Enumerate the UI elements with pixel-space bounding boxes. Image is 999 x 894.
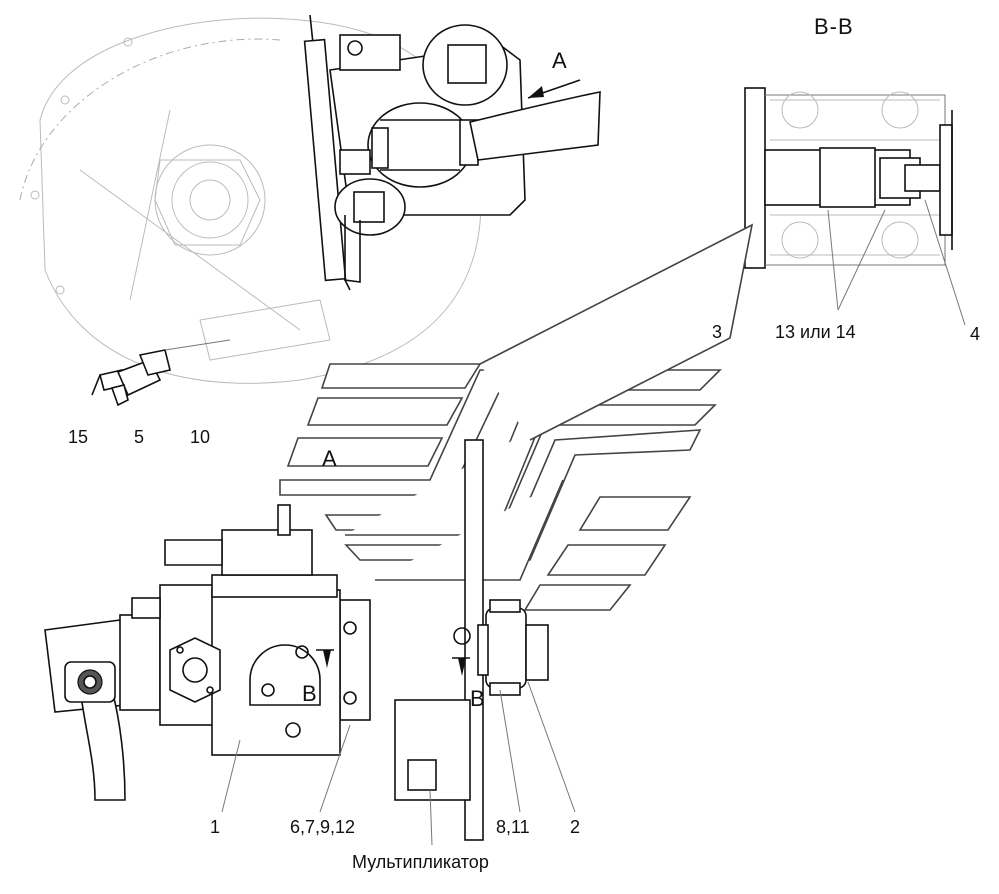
hose-left [64, 661, 126, 801]
caption-multiplier: Мультипликатор [352, 852, 489, 872]
callout-6-7-9-12: 6,7,9,12 [290, 817, 356, 837]
view-arrow-a-top [527, 79, 581, 99]
callout-8-11: 8,11 [496, 817, 530, 837]
callout-13-14: 13 или 14 [775, 322, 856, 342]
callout-2: 2 [570, 817, 581, 837]
callout-4: 4 [970, 324, 981, 344]
callout-15: 15 [68, 427, 89, 447]
callout-10: 10 [190, 427, 211, 447]
callout-a-top: A [552, 48, 567, 73]
drain-valve [91, 339, 231, 407]
callout-3: 3 [712, 322, 723, 342]
view-label-b-b: B-B [814, 14, 854, 39]
section-b-b [744, 87, 966, 326]
bottom-leaders [221, 681, 576, 846]
top-pump-view [303, 14, 601, 291]
main-pump-body [44, 504, 341, 756]
callout-b-left: B [302, 681, 317, 706]
callout-1: 1 [210, 817, 221, 837]
callout-b-right: B [470, 686, 485, 711]
right-clamp [452, 599, 549, 696]
multiplier-plate [339, 439, 484, 841]
callout-5: 5 [134, 427, 145, 447]
callout-a-mid: A [322, 446, 337, 471]
detail-bands [279, 223, 754, 611]
